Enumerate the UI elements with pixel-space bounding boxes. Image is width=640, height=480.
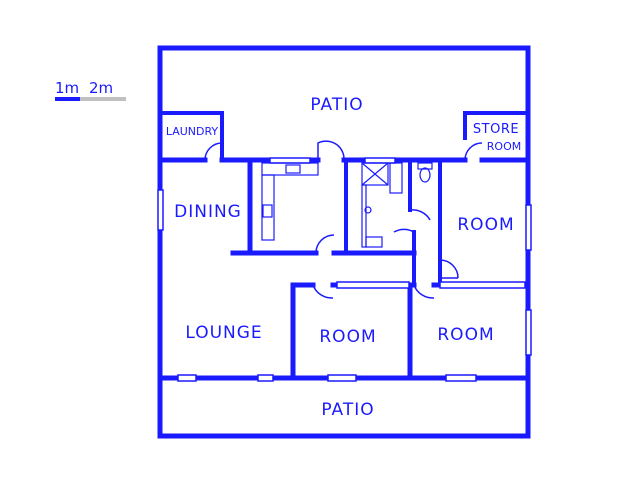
shower-icon	[361, 162, 389, 186]
label-laundry: LAUNDRY	[166, 125, 219, 138]
stove-icon	[262, 204, 273, 218]
label-lounge: LOUNGE	[185, 323, 262, 343]
sink-icon	[285, 164, 301, 174]
doors	[204, 140, 483, 299]
basin-icon	[364, 206, 372, 214]
label-room-center: ROOM	[319, 327, 376, 347]
label-store-room: ROOM	[487, 140, 521, 153]
windows	[157, 157, 532, 382]
label-room-east: ROOM	[457, 215, 514, 235]
scale-label-1m: 1m	[55, 79, 79, 97]
scale-bar: 1m 2m	[55, 79, 126, 101]
scale-segment-dark	[55, 97, 80, 101]
label-patio-top: PATIO	[310, 95, 363, 115]
label-dining: DINING	[174, 202, 242, 222]
scale-label-2m: 2m	[89, 79, 113, 97]
toilet-icon	[419, 167, 431, 183]
scale-segment-light	[80, 97, 126, 101]
label-store: STORE	[473, 122, 519, 137]
label-room-south-east: ROOM	[437, 325, 494, 345]
fixtures	[261, 162, 433, 248]
label-patio-bottom: PATIO	[321, 400, 374, 420]
kitchen-counter	[261, 162, 319, 176]
vanity-icon	[365, 236, 383, 248]
